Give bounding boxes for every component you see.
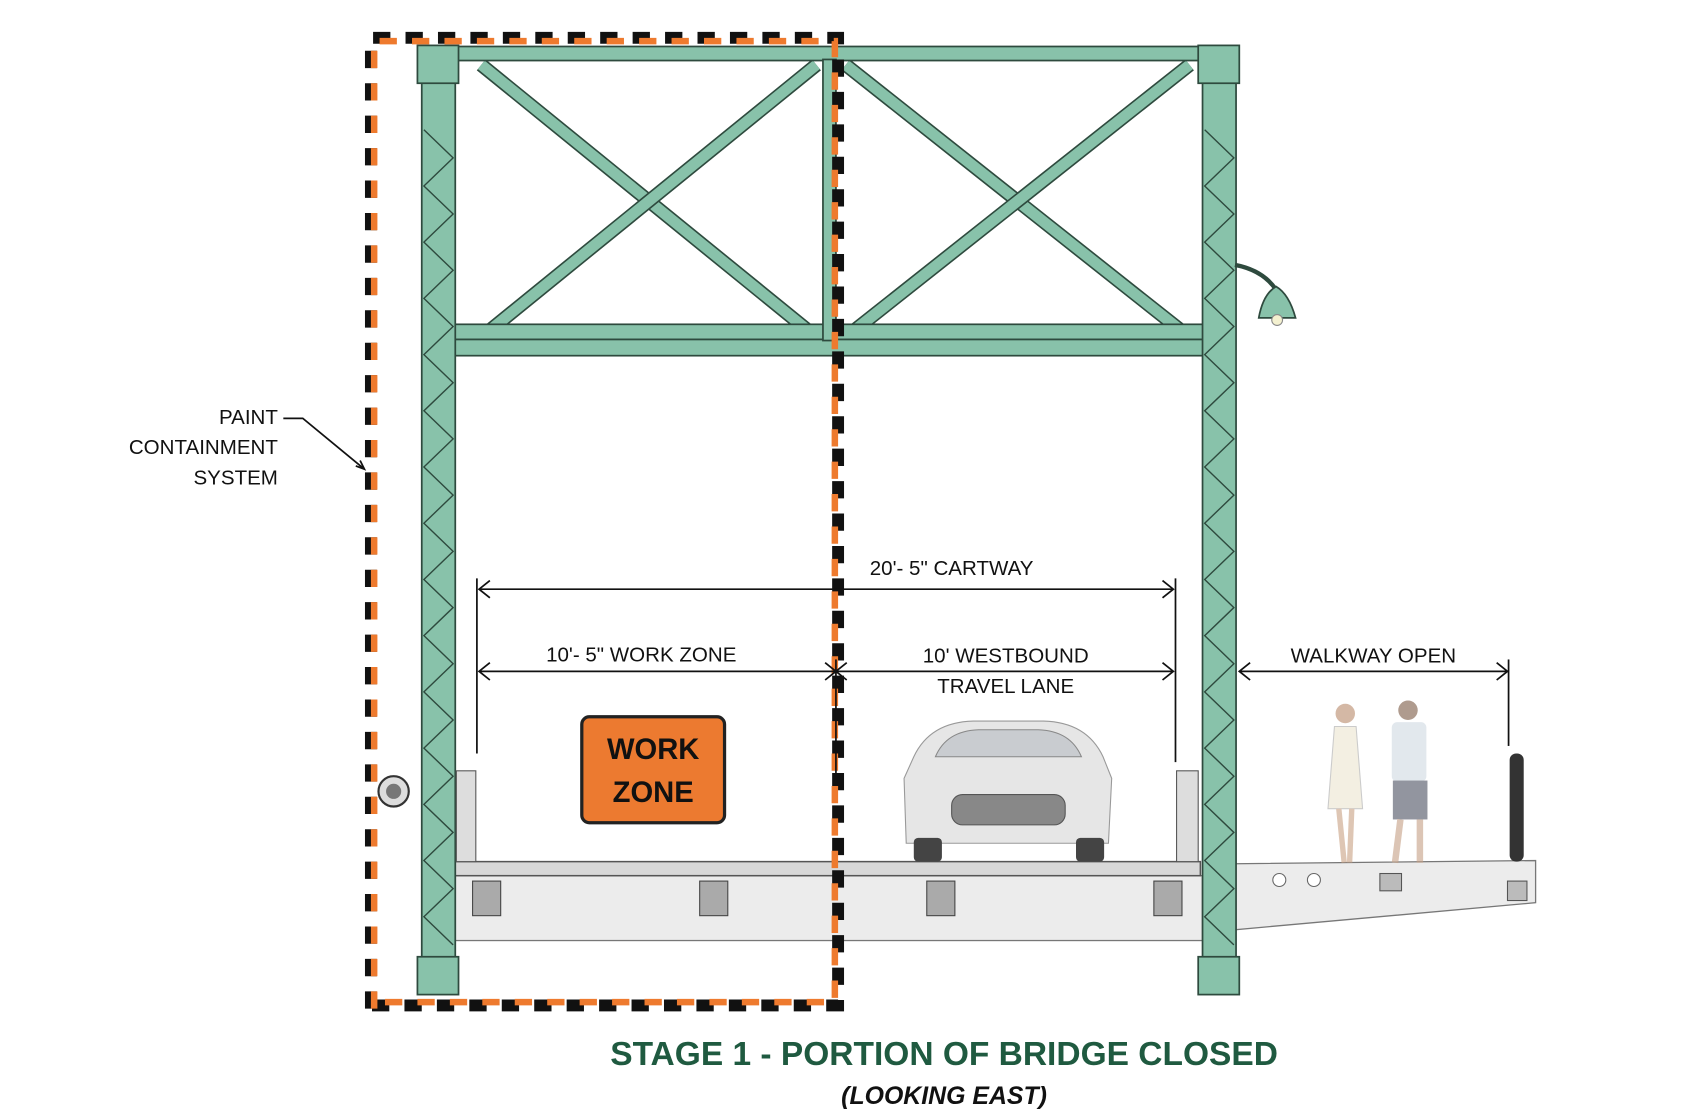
walkway-bollard	[1509, 753, 1524, 862]
westbound-label-1: 10' WESTBOUND	[923, 645, 1089, 668]
paint-label-2: CONTAINMENT	[129, 436, 279, 459]
traffic-barriers	[455, 770, 1199, 863]
street-lamp	[1234, 262, 1297, 326]
paint-label-3: SYSTEM	[193, 466, 277, 489]
walkway-deck	[1234, 859, 1537, 931]
diagram-title: STAGE 1 - PORTION OF BRIDGE CLOSED	[610, 1036, 1278, 1073]
car	[903, 720, 1113, 862]
left-column	[416, 44, 460, 996]
sign-line-1: WORK	[607, 734, 699, 766]
girder	[1153, 880, 1183, 917]
work-zone-sign: WORK ZONE	[580, 715, 727, 825]
girder	[699, 880, 729, 917]
girder	[926, 880, 956, 917]
right-column	[1197, 44, 1241, 996]
paint-containment-boundary	[364, 31, 845, 1012]
paint-label-1: PAINT	[219, 406, 278, 429]
sign-line-2: ZONE	[613, 777, 694, 809]
diagram-subtitle: (LOOKING EAST)	[841, 1082, 1047, 1110]
containment-device-icon	[377, 775, 410, 808]
work-zone-label: 10'- 5" WORK ZONE	[546, 644, 736, 667]
girder	[472, 880, 502, 917]
dimension-lines	[283, 417, 1510, 773]
walkway-label: WALKWAY OPEN	[1291, 645, 1456, 668]
bridge-deck	[453, 860, 1204, 942]
pedestrians	[1327, 700, 1428, 864]
westbound-label-2: TRAVEL LANE	[937, 675, 1074, 698]
overhead-truss	[436, 45, 1217, 357]
cartway-label: 20'- 5" CARTWAY	[870, 557, 1034, 580]
